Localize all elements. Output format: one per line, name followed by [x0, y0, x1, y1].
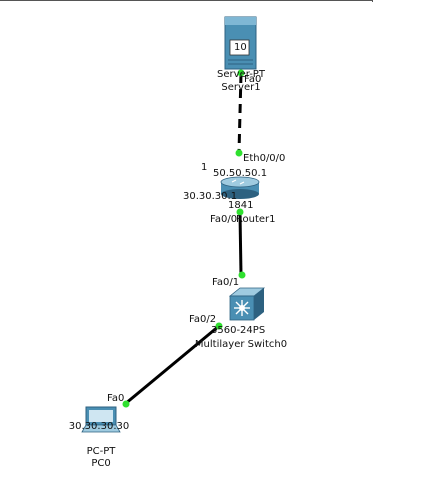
switch-model-label: 3560-24PS: [211, 325, 266, 336]
server-port-label: Fa0: [244, 74, 262, 85]
pc-model-label: PC-PT: [86, 446, 116, 457]
pc-name-label: PC0: [91, 458, 111, 469]
link-switch-pc[interactable]: [124, 324, 220, 406]
router-port-bottom-label: Fa0/0: [210, 214, 238, 225]
pc-icon[interactable]: [81, 406, 121, 433]
router-marker-label: 1: [201, 162, 208, 173]
link-status-dot: [235, 149, 243, 157]
router-port-top-label: Eth0/0/0: [243, 153, 286, 164]
pc-port-label: Fa0: [107, 393, 125, 404]
workspace-border-corner: [372, 0, 373, 2]
server-badge: 10: [234, 42, 247, 53]
workspace-border-top: [0, 0, 372, 1]
router-ip-fa-label: 30.30.30.1: [183, 191, 238, 202]
link-router-switch[interactable]: [238, 212, 243, 276]
router-name-label: Router1: [236, 214, 276, 225]
server-model-label: Server-PT: [217, 69, 265, 80]
server-name-label: Server1: [221, 82, 261, 93]
router-icon[interactable]: [220, 176, 260, 199]
router-ip-eth-label: 50.50.50.1: [213, 168, 268, 179]
link-server-router[interactable]: [237, 73, 243, 153]
switch-port-top-label: Fa0/1: [212, 277, 240, 288]
router-model-label: 1841: [228, 200, 254, 211]
server-icon[interactable]: [224, 16, 257, 70]
link-status-dot: [122, 400, 130, 408]
link-status-dot: [215, 322, 223, 330]
link-status-dot: [236, 208, 244, 216]
switch-name-label: Multilayer Switch0: [194, 339, 288, 350]
switch-port-bottom-label: Fa0/2: [189, 314, 217, 325]
multilayer-switch-icon[interactable]: [228, 287, 266, 321]
link-status-dot: [238, 271, 246, 279]
link-status-dot: [237, 69, 245, 77]
pc-ip-label: 30.30.30.30: [68, 421, 130, 432]
